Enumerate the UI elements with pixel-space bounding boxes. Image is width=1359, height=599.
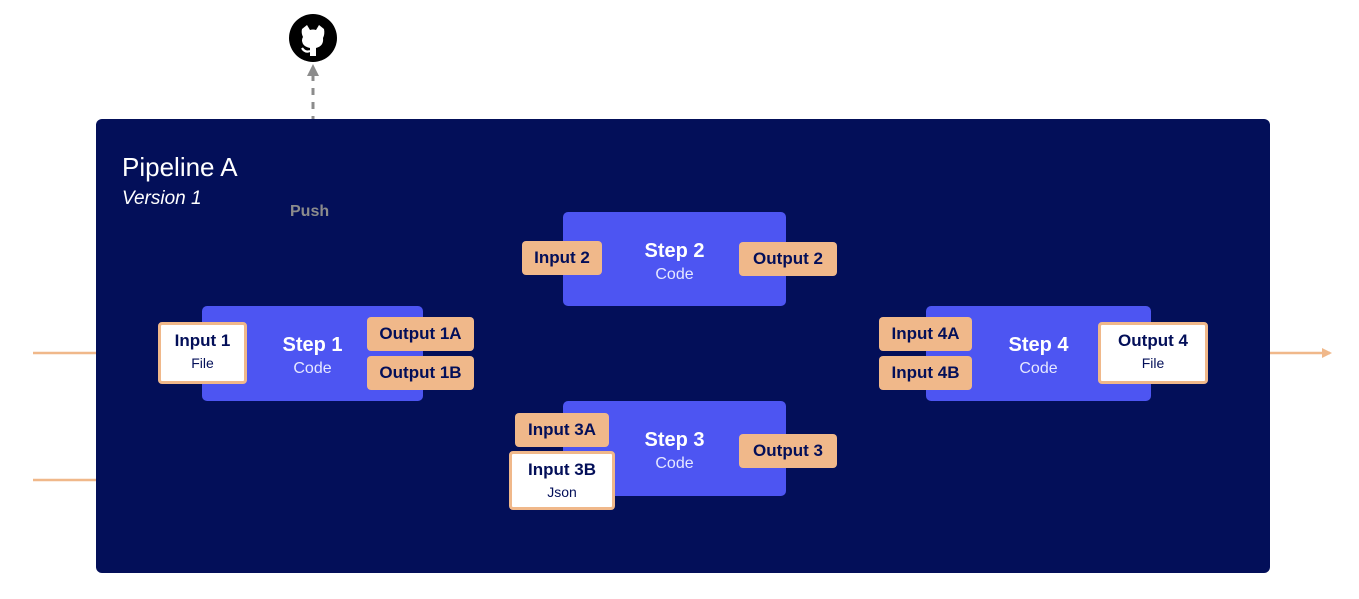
output-1a-port[interactable]: Output 1A (367, 317, 474, 351)
input-3a-port[interactable]: Input 3A (515, 413, 609, 447)
input-3b-name: Input 3B (528, 460, 596, 479)
input-3b-kind: Json (547, 484, 577, 500)
github-icon (289, 14, 337, 62)
pipeline-version: Version 1 (122, 188, 202, 209)
step-4-kind: Code (1019, 360, 1058, 377)
input-1-name: Input 1 (174, 331, 231, 350)
input-4a-port[interactable]: Input 4A (879, 317, 972, 351)
output-4-port[interactable]: Output 4 File (1098, 322, 1208, 384)
step-2-name: Step 2 (644, 240, 705, 262)
input-4b-port[interactable]: Input 4B (879, 356, 972, 390)
step-2-kind: Code (655, 266, 694, 283)
output-4-kind: File (1141, 355, 1165, 371)
step-3-name: Step 3 (644, 429, 705, 451)
push-label: Push (290, 203, 330, 220)
input-1-port[interactable]: Input 1 File (158, 322, 247, 384)
output-4-name: Output 4 (1118, 331, 1188, 350)
step-1-name: Step 1 (282, 334, 343, 356)
input-3b-port[interactable]: Input 3B Json (509, 451, 615, 510)
pipeline-title: Pipeline A (122, 152, 238, 182)
input-1-kind: File (191, 355, 214, 371)
step-3-kind: Code (655, 455, 694, 472)
output-3-port[interactable]: Output 3 (739, 434, 837, 468)
input-2-port[interactable]: Input 2 (522, 241, 602, 275)
step-1-kind: Code (293, 360, 332, 377)
output-2-port[interactable]: Output 2 (739, 242, 837, 276)
step-4-name: Step 4 (1008, 334, 1069, 356)
output-1b-port[interactable]: Output 1B (367, 356, 474, 390)
